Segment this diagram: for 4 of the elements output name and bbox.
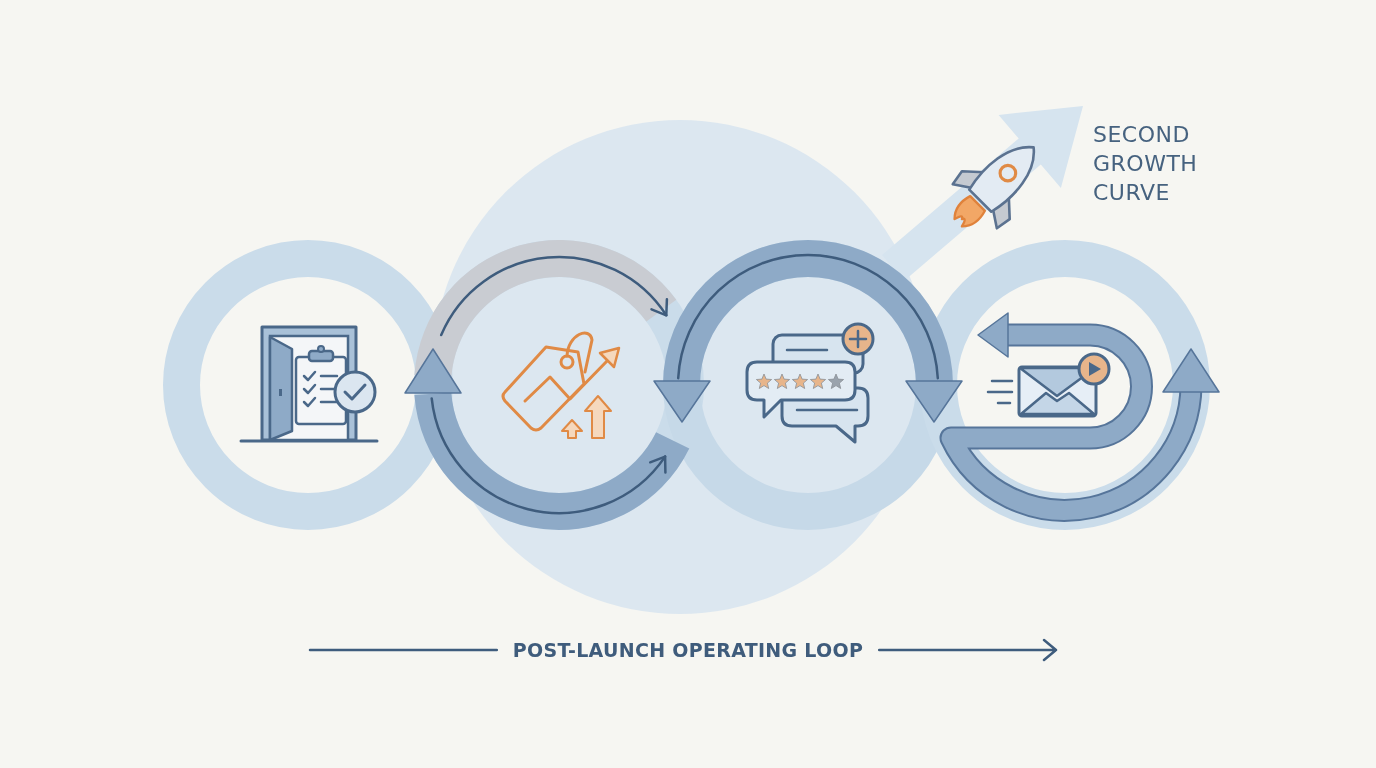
loop-label: POST-LAUNCH OPERATING LOOP xyxy=(512,638,864,663)
email-send-icon xyxy=(984,350,1112,420)
door-checklist-icon xyxy=(238,323,380,445)
curve-label: SECOND GROWTH CURVE xyxy=(1093,120,1217,207)
